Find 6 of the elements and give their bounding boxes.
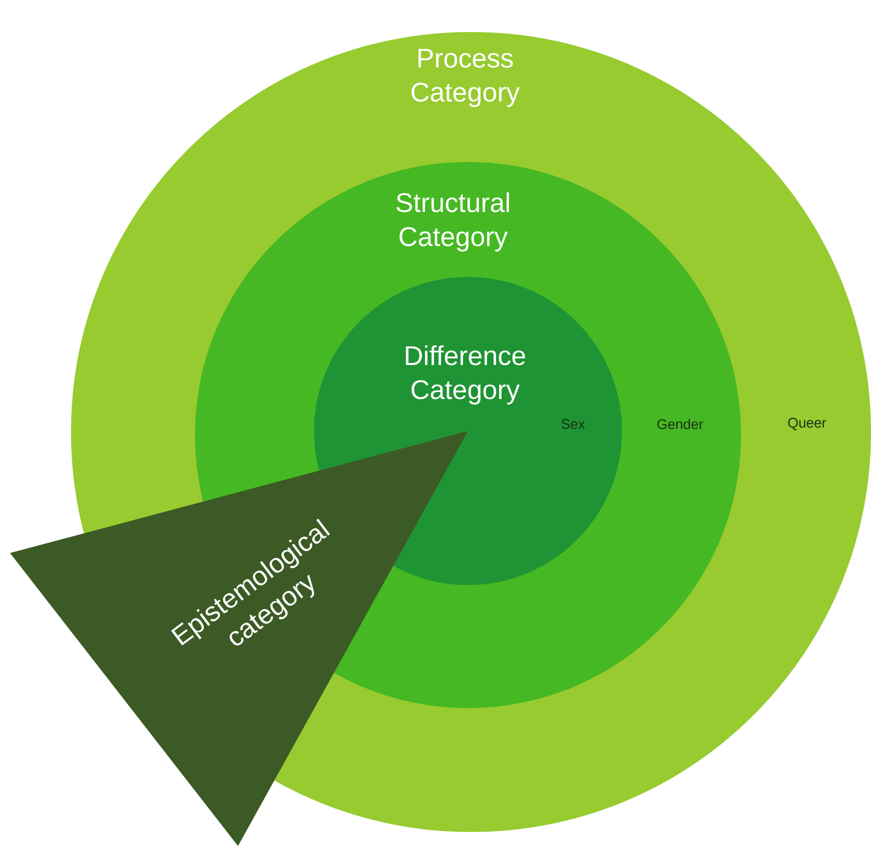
category-title: Process Category <box>412 48 520 108</box>
category-title: Structural Category <box>396 192 509 252</box>
ring-label: Gender <box>657 418 704 430</box>
ring-label: Sex <box>562 419 585 429</box>
ring-label: Queer <box>788 418 826 430</box>
category-title: Difference Category <box>406 345 526 405</box>
